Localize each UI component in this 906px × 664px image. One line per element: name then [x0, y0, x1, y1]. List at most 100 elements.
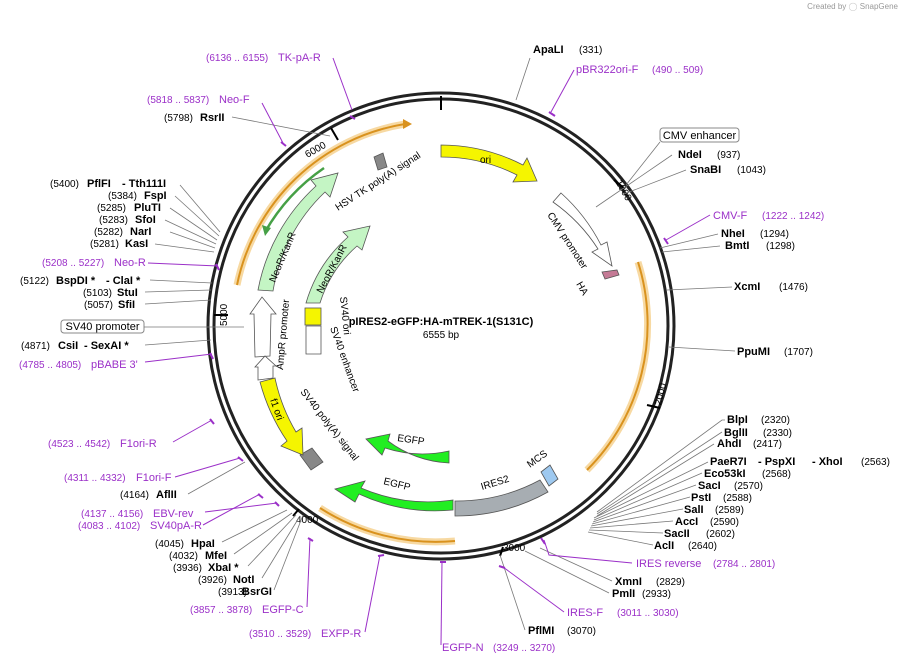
site-ndei-pos: (937) — [717, 150, 740, 161]
site-sacii: SacII — [664, 528, 690, 540]
primer-cmv-f-range: (1222 .. 1242) — [762, 211, 824, 222]
site-stui: StuI — [117, 287, 138, 299]
site-rsrii-pos: (5798) — [164, 113, 193, 124]
site-xhoi-pos: (2563) — [861, 457, 890, 468]
site-sfoi-pos: (5283) — [99, 215, 128, 226]
site-snabi-pos: (1043) — [737, 165, 766, 176]
primer-cmv-f: CMV-F — [713, 210, 748, 222]
feature-egfp-outer: EGFP — [334, 476, 454, 512]
primer-tk-pa-r-range: (6136 .. 6155) — [206, 53, 268, 64]
primer-exfp-r: EXFP-R — [321, 628, 361, 640]
site-mfei: MfeI — [205, 550, 227, 562]
orf-arcs — [233, 119, 652, 546]
primer-f1ori-f-range: (4311 .. 4332) — [64, 473, 126, 484]
site-hpai: HpaI — [191, 538, 215, 550]
feature-cmv-promoter: CMV promoter — [544, 192, 613, 272]
primer-exfp-r-range: (3510 .. 3529) — [249, 629, 311, 640]
site-xhoi: - XhoI — [812, 456, 843, 468]
feature-ori: ori — [440, 144, 538, 183]
site-aflii: AflII — [156, 489, 177, 501]
site-tth111i: - Tth111I — [122, 178, 166, 190]
site-pluti: PluTI — [134, 202, 161, 214]
site-ppumi-pos: (1707) — [784, 347, 813, 358]
site-bsrgi: BsrGI — [242, 586, 272, 598]
site-nhei-pos: (1294) — [760, 229, 789, 240]
site-xbai: XbaI * — [208, 562, 239, 574]
feature-ires2: IRES2 — [454, 474, 549, 517]
snapgene-watermark: Created by ◯ SnapGene — [807, 2, 898, 11]
site-bsrgi-pos: (3913) — [218, 587, 247, 598]
feature-hsv-tk-polya: HSV TK poly(A) signal — [334, 150, 423, 213]
feature-f1-ori: f1 ori — [259, 377, 304, 456]
site-ppumi: PpuMI — [737, 346, 770, 358]
site-hpai-pos: (4045) — [155, 539, 184, 550]
site-ahdi-pos: (2417) — [753, 439, 782, 450]
primer-f1ori-r-range: (4523 .. 4542) — [48, 439, 110, 450]
site-apali-pos: (331) — [579, 45, 602, 56]
site-pflfi: PflFI — [87, 178, 111, 190]
site-sacii-pos: (2602) — [706, 529, 735, 540]
site-bglii: BglII — [724, 427, 748, 439]
primer-pbr322ori-f-range: (490 .. 509) — [652, 65, 703, 76]
feature-neo-inner: NeoR/KanR — [305, 225, 371, 304]
site-sfii: SfiI — [118, 299, 135, 311]
primer-tk-pa-r: TK-pA-R — [278, 52, 321, 64]
primer-egfp-n: EGFP-N — [442, 642, 484, 654]
primer-ires-f-range: (3011 .. 3030) — [617, 608, 679, 619]
site-xcmi: XcmI — [734, 281, 760, 293]
site-saci: SacI — [698, 480, 721, 492]
site-xcmi-pos: (1476) — [779, 282, 808, 293]
primer-egfp-c: EGFP-C — [262, 604, 304, 616]
primer-labels: pBR322ori-F (490 .. 509) CMV-F (1222 .. … — [19, 52, 824, 654]
primer-ebv-rev-range: (4137 .. 4156) — [81, 509, 143, 520]
site-noti: NotI — [233, 574, 254, 586]
plasmid-length: 6555 bp — [423, 330, 460, 341]
site-blpi-pos: (2320) — [761, 415, 790, 426]
site-pflmi: PflMI — [528, 625, 554, 637]
site-xmni: XmnI — [615, 576, 642, 588]
site-sfii-pos: (5057) — [84, 300, 113, 311]
primer-f1ori-f: F1ori-F — [136, 472, 172, 484]
feature-sv40-polya: SV40 poly(A) signal — [298, 387, 360, 471]
primer-leaders — [144, 57, 711, 646]
feature-label-egfp-inner: EGFP — [397, 433, 426, 448]
site-csii: CsiI — [58, 340, 78, 352]
site-bglii-pos: (2330) — [763, 428, 792, 439]
snapgene-logo-icon: ◯ — [848, 2, 858, 11]
primer-pbabe3: pBABE 3' — [91, 359, 138, 371]
site-labels-right: ApaLI (331) NdeI (937) SnaBI (1043) NheI… — [528, 44, 890, 637]
feature-egfp-inner: EGFP — [365, 433, 450, 464]
feature-label-ires2: IRES2 — [480, 474, 511, 493]
site-kasi: KasI — [125, 238, 148, 250]
feature-label-neo-inner: NeoR/KanR — [315, 243, 350, 295]
primer-sv40pa-r: SV40pA-R — [150, 520, 202, 532]
site-pmli: PmlI — [612, 588, 635, 600]
primer-ebv-rev: EBV-rev — [153, 508, 194, 520]
primer-pbr322ori-f: pBR322ori-F — [576, 64, 639, 76]
site-noti-pos: (3926) — [198, 575, 227, 586]
site-sfoi: SfoI — [135, 214, 156, 226]
site-nari: NarI — [130, 226, 151, 238]
primer-sv40pa-r-range: (4083 .. 4102) — [78, 521, 140, 532]
primer-pbabe3-range: (4785 .. 4805) — [19, 360, 81, 371]
cmv-enhancer-label: CMV enhancer — [663, 130, 737, 142]
tick-label-2000: 2000 — [653, 382, 669, 407]
feature-label-ori: ori — [480, 155, 491, 166]
primer-ires-f: IRES-F — [567, 607, 603, 619]
site-sali-pos: (2589) — [715, 505, 744, 516]
primer-f1ori-r: F1ori-R — [120, 438, 157, 450]
feature-mcs: MCS — [525, 448, 559, 487]
feature-label-egfp-outer: EGFP — [382, 476, 411, 493]
boxed-feature-cmv-enhancer: CMV enhancer — [625, 127, 740, 186]
site-kasi-pos: (5281) — [90, 239, 119, 250]
site-fspi: FspI — [144, 190, 167, 202]
snapgene-brand: SnapGene — [859, 2, 898, 11]
primer-ires-reverse-range: (2784 .. 2801) — [713, 559, 775, 570]
primer-neo-r: Neo-R — [114, 257, 146, 269]
boxed-feature-sv40-promoter: SV40 promoter — [60, 319, 244, 334]
tick-label-4000: 4000 — [296, 515, 319, 526]
primer-neo-f-range: (5818 .. 5837) — [147, 95, 209, 106]
feature-sv40-ori: SV40 ori — [304, 296, 352, 335]
site-snabi: SnaBI — [690, 164, 721, 176]
site-rsrii: RsrII — [200, 112, 224, 124]
